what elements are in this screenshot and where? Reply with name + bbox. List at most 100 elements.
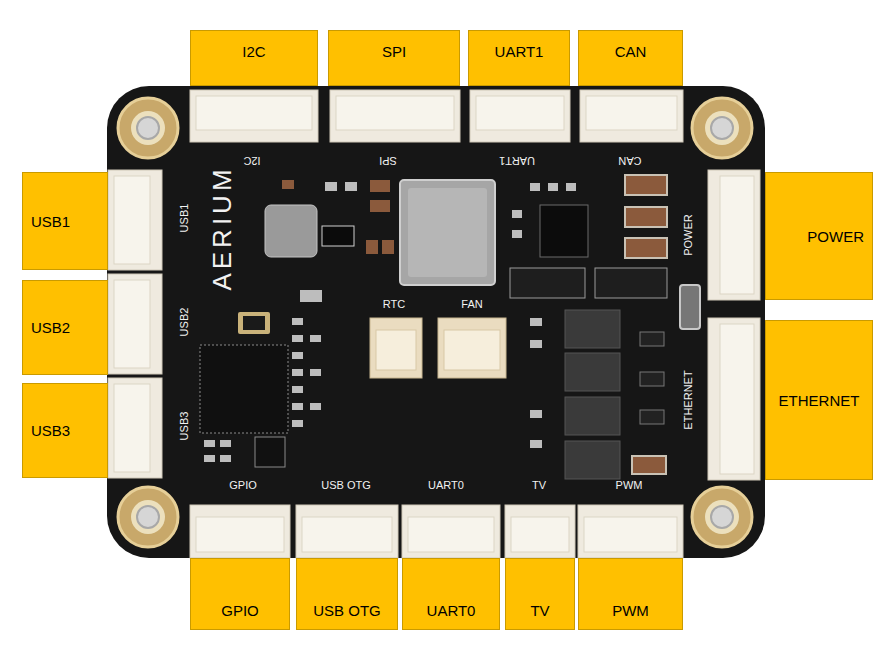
- port-name: PWM: [612, 602, 649, 619]
- jst-connector: [196, 96, 312, 130]
- inductor: [265, 205, 317, 257]
- jst-connector: [376, 330, 416, 370]
- silkscreen-label: USB OTG: [321, 480, 371, 491]
- port-name: UART1: [495, 43, 544, 60]
- capacitor: [370, 200, 390, 212]
- port-name: USB1: [31, 213, 70, 230]
- jst-connector: [370, 318, 422, 378]
- crystal: [243, 316, 265, 330]
- jst-connector: [511, 517, 569, 552]
- mounting-hole: [705, 500, 739, 534]
- jst-connector: [108, 378, 162, 478]
- ic-chip: [540, 205, 588, 257]
- port-callout: POWER: [765, 172, 873, 300]
- silkscreen-label: FAN: [461, 299, 482, 310]
- resistor: [292, 403, 303, 410]
- jst-connector: [108, 274, 162, 374]
- port-name: SPI: [382, 43, 406, 60]
- port-callout: I2C: [190, 30, 318, 86]
- port-name: USB3: [31, 422, 70, 439]
- capacitor: [370, 180, 390, 192]
- resistor: [220, 455, 231, 462]
- port-callout: GPIO: [190, 558, 290, 630]
- resistor: [530, 410, 542, 418]
- resistor: [566, 183, 576, 191]
- jst-connector: [505, 505, 575, 558]
- resistor: [220, 440, 231, 447]
- capacitor: [632, 456, 666, 474]
- port-callout: ETHERNET: [765, 320, 873, 480]
- silkscreen-label: USB2: [179, 308, 190, 337]
- silkscreen-label: RTC: [383, 299, 405, 310]
- mounting-hole: [118, 98, 178, 158]
- mounting-hole: [711, 506, 733, 528]
- port-name: TV: [530, 602, 549, 619]
- silkscreen-label: USB3: [179, 412, 190, 441]
- mounting-hole: [711, 117, 733, 139]
- capacitor: [625, 175, 667, 195]
- jst-connector: [190, 90, 318, 142]
- ic-chip: [322, 226, 354, 246]
- resistor: [530, 440, 542, 448]
- fuse: [680, 285, 700, 329]
- silkscreen-label: GPIO: [229, 480, 257, 491]
- resistor: [292, 420, 303, 427]
- resistor: [310, 335, 321, 342]
- crystal: [238, 312, 270, 334]
- jst-connector: [580, 90, 683, 142]
- capacitor: [625, 207, 667, 227]
- resistor: [530, 183, 540, 191]
- jst-connector: [408, 517, 494, 552]
- silkscreen-label: UART0: [428, 480, 464, 491]
- port-callout: SPI: [328, 30, 460, 86]
- mounting-hole: [137, 117, 159, 139]
- diode: [640, 410, 664, 424]
- jst-connector: [114, 280, 150, 368]
- port-callout: CAN: [578, 30, 683, 86]
- jst-connector: [584, 517, 677, 552]
- resistor: [292, 335, 303, 342]
- transformer: [565, 397, 620, 435]
- jst-connector: [470, 90, 570, 142]
- resistor: [345, 182, 357, 191]
- resistor: [530, 318, 542, 326]
- transformer: [565, 310, 620, 348]
- port-callout: USB2: [22, 280, 108, 375]
- mounting-hole: [131, 111, 165, 145]
- transformer: [565, 441, 620, 479]
- resistor: [292, 352, 303, 359]
- port-callout: UART0: [402, 558, 500, 630]
- port-name: UART0: [427, 602, 476, 619]
- silkscreen-label: PWM: [616, 480, 643, 491]
- diode: [595, 268, 667, 298]
- mounting-hole: [692, 487, 752, 547]
- jst-connector: [578, 505, 683, 558]
- port-name: POWER: [807, 228, 864, 245]
- port-callout: TV: [505, 558, 575, 630]
- silkscreen-label: TV: [532, 480, 546, 491]
- jst-connector: [708, 170, 760, 300]
- jst-connector: [336, 96, 454, 130]
- resistor: [512, 230, 522, 238]
- resistor: [292, 369, 303, 376]
- jst-connector: [720, 176, 754, 294]
- silkscreen-label: CAN: [618, 155, 641, 166]
- jst-connector: [402, 505, 500, 558]
- capacitor: [366, 240, 378, 254]
- jst-connector: [708, 318, 760, 480]
- port-name: I2C: [242, 43, 265, 60]
- silkscreen-label: SPI: [379, 155, 397, 166]
- capacitor: [382, 240, 394, 254]
- resistor: [325, 182, 337, 191]
- jst-connector: [114, 384, 150, 472]
- silkscreen-label: POWER: [683, 214, 694, 256]
- silkscreen-label: ETHERNET: [683, 370, 694, 429]
- capacitor: [282, 180, 294, 189]
- jst-connector: [190, 505, 290, 558]
- pcb-board: [107, 86, 765, 558]
- shield-can: [408, 188, 487, 277]
- mounting-hole: [137, 506, 159, 528]
